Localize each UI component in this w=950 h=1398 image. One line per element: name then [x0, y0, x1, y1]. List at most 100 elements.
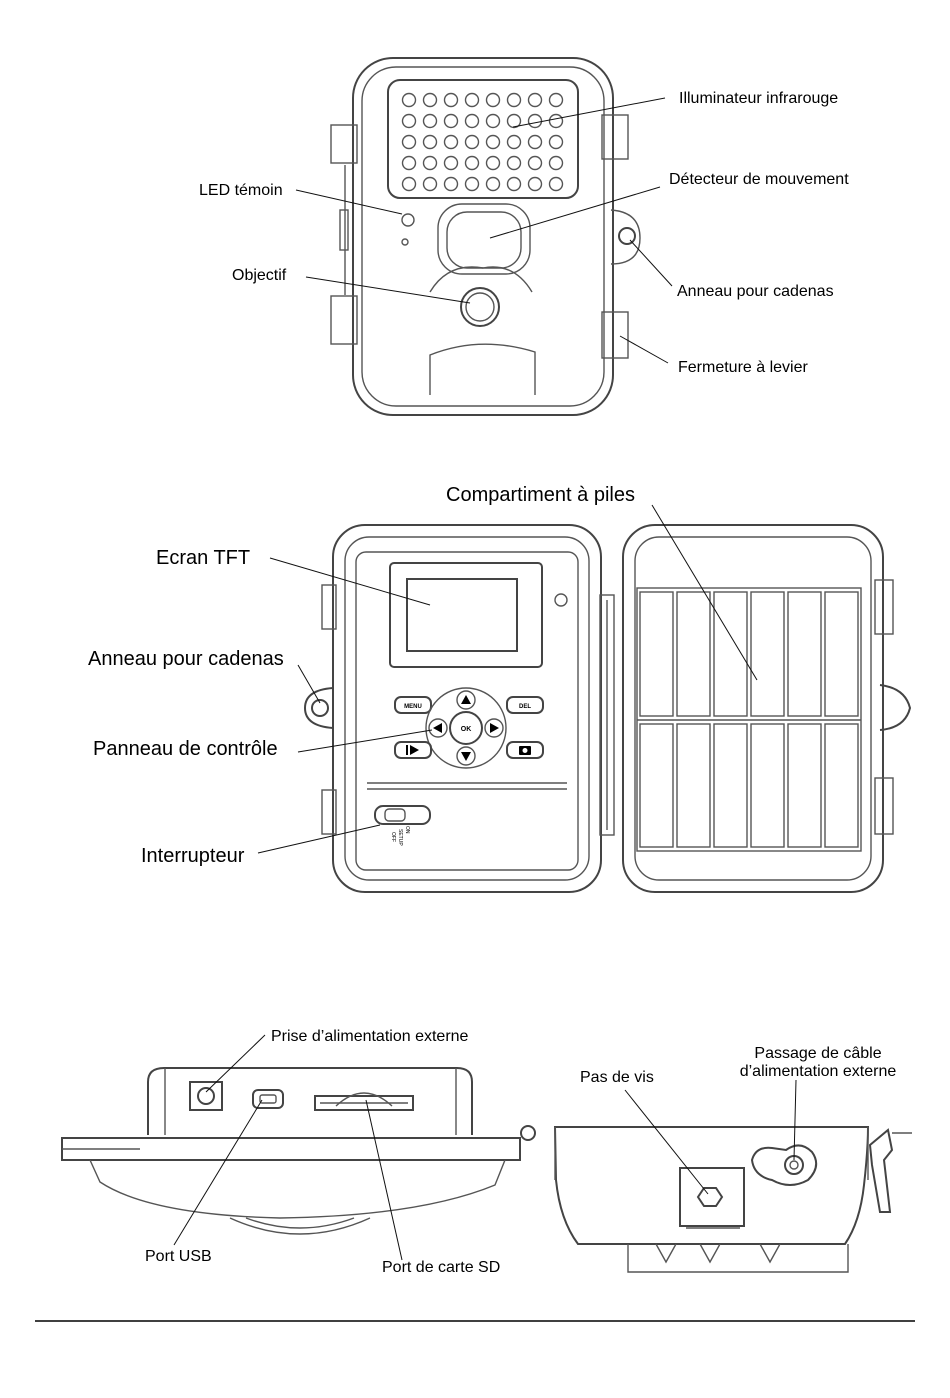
battery-slot	[750, 591, 785, 717]
ir-led	[464, 92, 480, 108]
battery-slot	[713, 723, 748, 848]
ir-led	[485, 134, 501, 150]
down-button[interactable]	[456, 746, 476, 766]
battery-slot	[639, 723, 674, 848]
ir-led	[485, 155, 501, 171]
del-button[interactable]	[506, 696, 544, 714]
label-lock-ring: Anneau pour cadenas	[677, 283, 834, 300]
right-button[interactable]	[484, 718, 504, 738]
ir-led	[464, 155, 480, 171]
playback-button[interactable]	[394, 741, 432, 759]
ir-led	[548, 113, 564, 129]
ir-led	[464, 113, 480, 129]
ir-led	[485, 176, 501, 192]
label-lens: Objectif	[232, 267, 287, 284]
battery-slot	[824, 723, 859, 848]
left-button[interactable]	[428, 718, 448, 738]
label-usb-port: Port USB	[145, 1248, 212, 1265]
label-power-switch: Interrupteur	[141, 845, 245, 867]
label-latch: Fermeture à levier	[678, 359, 808, 376]
ir-led	[485, 92, 501, 108]
battery-slot	[824, 591, 859, 717]
ir-led	[422, 92, 438, 108]
ir-led	[401, 113, 417, 129]
tft-screen	[406, 578, 518, 652]
ir-led	[401, 155, 417, 171]
del-button-label: DEL	[519, 704, 531, 710]
battery-slot	[676, 591, 711, 717]
battery-slot	[639, 591, 674, 717]
ir-led	[401, 176, 417, 192]
lock-ring	[618, 227, 636, 245]
label-lock-ring-open: Anneau pour cadenas	[88, 648, 284, 670]
ir-illuminator	[387, 79, 579, 199]
ir-led-grid	[401, 92, 564, 192]
switch-off-label: OFF	[390, 832, 396, 842]
tft-screen-frame	[389, 562, 543, 668]
label-cable-passage-line1: Passage de câble	[754, 1045, 881, 1062]
tripod-mount	[679, 1167, 745, 1227]
dc-in-port	[189, 1081, 223, 1111]
ir-led	[527, 134, 543, 150]
ir-led	[548, 176, 564, 192]
ir-led	[548, 155, 564, 171]
ir-led	[464, 176, 480, 192]
ir-led	[506, 176, 522, 192]
camera-front-view: Illuminateur infrarouge LED témoin Détec…	[199, 57, 849, 416]
ok-button-label: OK	[461, 726, 472, 733]
sd-card-port	[314, 1095, 414, 1111]
camera-open-view: MENU DEL OK OFF SETUP ON	[88, 484, 912, 893]
ir-led	[506, 134, 522, 150]
battery-slot	[676, 723, 711, 848]
battery-slots	[639, 591, 859, 848]
battery-slot	[750, 723, 785, 848]
switch-on-label: ON	[404, 826, 410, 834]
ir-led	[527, 155, 543, 171]
switch-setup-label: SETUP	[397, 829, 403, 846]
ir-led	[527, 176, 543, 192]
power-switch[interactable]	[374, 805, 431, 825]
ir-led	[401, 134, 417, 150]
ir-led	[443, 134, 459, 150]
camera-button[interactable]	[506, 741, 544, 759]
label-motion-sensor: Détecteur de mouvement	[669, 171, 849, 188]
label-control-panel: Panneau de contrôle	[93, 738, 278, 760]
latch-bottom	[601, 311, 629, 359]
label-led: LED témoin	[199, 182, 283, 199]
ir-led	[548, 92, 564, 108]
ir-led	[401, 92, 417, 108]
label-tft-screen: Ecran TFT	[156, 547, 250, 569]
battery-slot	[787, 723, 822, 848]
ir-led	[422, 155, 438, 171]
lock-ring-open	[303, 687, 334, 729]
menu-button[interactable]	[394, 696, 432, 714]
ir-led	[527, 92, 543, 108]
ir-led	[464, 134, 480, 150]
cable-passage	[750, 1144, 818, 1186]
ir-led	[443, 176, 459, 192]
ir-led	[422, 113, 438, 129]
ir-led	[485, 113, 501, 129]
label-battery-compartment: Compartiment à piles	[446, 484, 635, 506]
usb-port	[252, 1089, 284, 1109]
dpad-ring	[425, 687, 507, 769]
ir-led	[422, 176, 438, 192]
camera-bottom-view: Prise d’alimentation externe Passage de …	[61, 1028, 912, 1276]
ir-led	[443, 113, 459, 129]
ir-led	[506, 113, 522, 129]
ir-led	[506, 155, 522, 171]
label-cable-passage-line2: d’alimentation externe	[740, 1063, 897, 1080]
ok-button[interactable]	[449, 711, 483, 745]
ir-led	[548, 134, 564, 150]
up-button[interactable]	[456, 690, 476, 710]
label-ir-illuminator: Illuminateur infrarouge	[679, 90, 838, 107]
lens	[460, 287, 500, 327]
ir-led	[422, 134, 438, 150]
ir-led	[443, 92, 459, 108]
ir-led	[527, 113, 543, 129]
ir-led	[443, 155, 459, 171]
menu-button-label: MENU	[404, 704, 422, 710]
motion-sensor	[437, 203, 531, 275]
battery-slot	[787, 591, 822, 717]
